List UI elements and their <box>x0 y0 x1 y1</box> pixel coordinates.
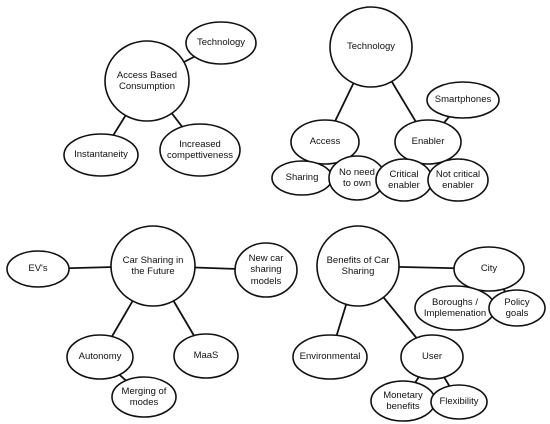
node-label-abc: Access Based Consumption <box>116 69 178 93</box>
node-label-policy: Policy goals <box>504 296 530 320</box>
node-label-csf: Car Sharing in the Future <box>122 254 184 278</box>
node-label-crit: Critical enabler <box>388 168 420 192</box>
node-policy <box>488 289 546 327</box>
node-label-tech2: Technology <box>346 41 396 53</box>
node-label-merge: Merging of modes <box>121 385 167 409</box>
node-label-bcs: Benefits of Car Sharing <box>326 254 390 278</box>
node-label-city: City <box>480 263 498 275</box>
nodes-layer <box>6 6 546 422</box>
node-label-user: User <box>421 351 443 363</box>
node-enabler <box>394 119 462 165</box>
node-label-maas: MaaS <box>193 350 219 362</box>
node-maas <box>173 333 239 379</box>
node-label-noneed: No need to own <box>339 166 375 190</box>
node-label-newcar: New car sharing models <box>248 252 284 287</box>
node-evs <box>6 250 70 288</box>
node-tech1 <box>185 21 257 65</box>
node-inst <box>63 133 139 177</box>
node-env <box>292 334 368 380</box>
node-label-evs: EV's <box>28 263 48 275</box>
node-auto <box>66 334 134 380</box>
node-label-incr: Increased compettiveness <box>166 138 233 162</box>
node-label-enabler: Enabler <box>411 136 445 148</box>
node-abc <box>104 40 190 122</box>
node-label-env: Environmental <box>299 351 361 363</box>
node-csf <box>110 225 196 307</box>
node-user <box>400 334 464 380</box>
node-incr <box>159 123 241 177</box>
node-label-auto: Autonomy <box>78 351 122 363</box>
node-label-sharing: Sharing <box>285 172 319 184</box>
node-label-money: Monetary benefits <box>383 389 423 413</box>
node-label-notcrit: Not critical enabler <box>435 168 481 192</box>
node-label-access: Access <box>309 136 341 148</box>
node-flex <box>430 384 488 420</box>
node-notcrit <box>427 158 489 202</box>
node-label-inst: Instantaneity <box>74 149 128 161</box>
node-city <box>453 246 525 292</box>
node-label-tech1: Technology <box>196 37 246 49</box>
node-access <box>290 119 360 165</box>
node-tech2 <box>329 6 413 88</box>
node-bcs <box>316 225 400 307</box>
node-label-flex: Flexibility <box>439 396 479 408</box>
node-newcar <box>234 242 298 298</box>
node-label-bor: Boroughs / Implemenation <box>423 296 487 320</box>
node-smart <box>426 81 500 119</box>
node-merge <box>111 376 177 418</box>
node-label-smart: Smartphones <box>434 94 492 106</box>
